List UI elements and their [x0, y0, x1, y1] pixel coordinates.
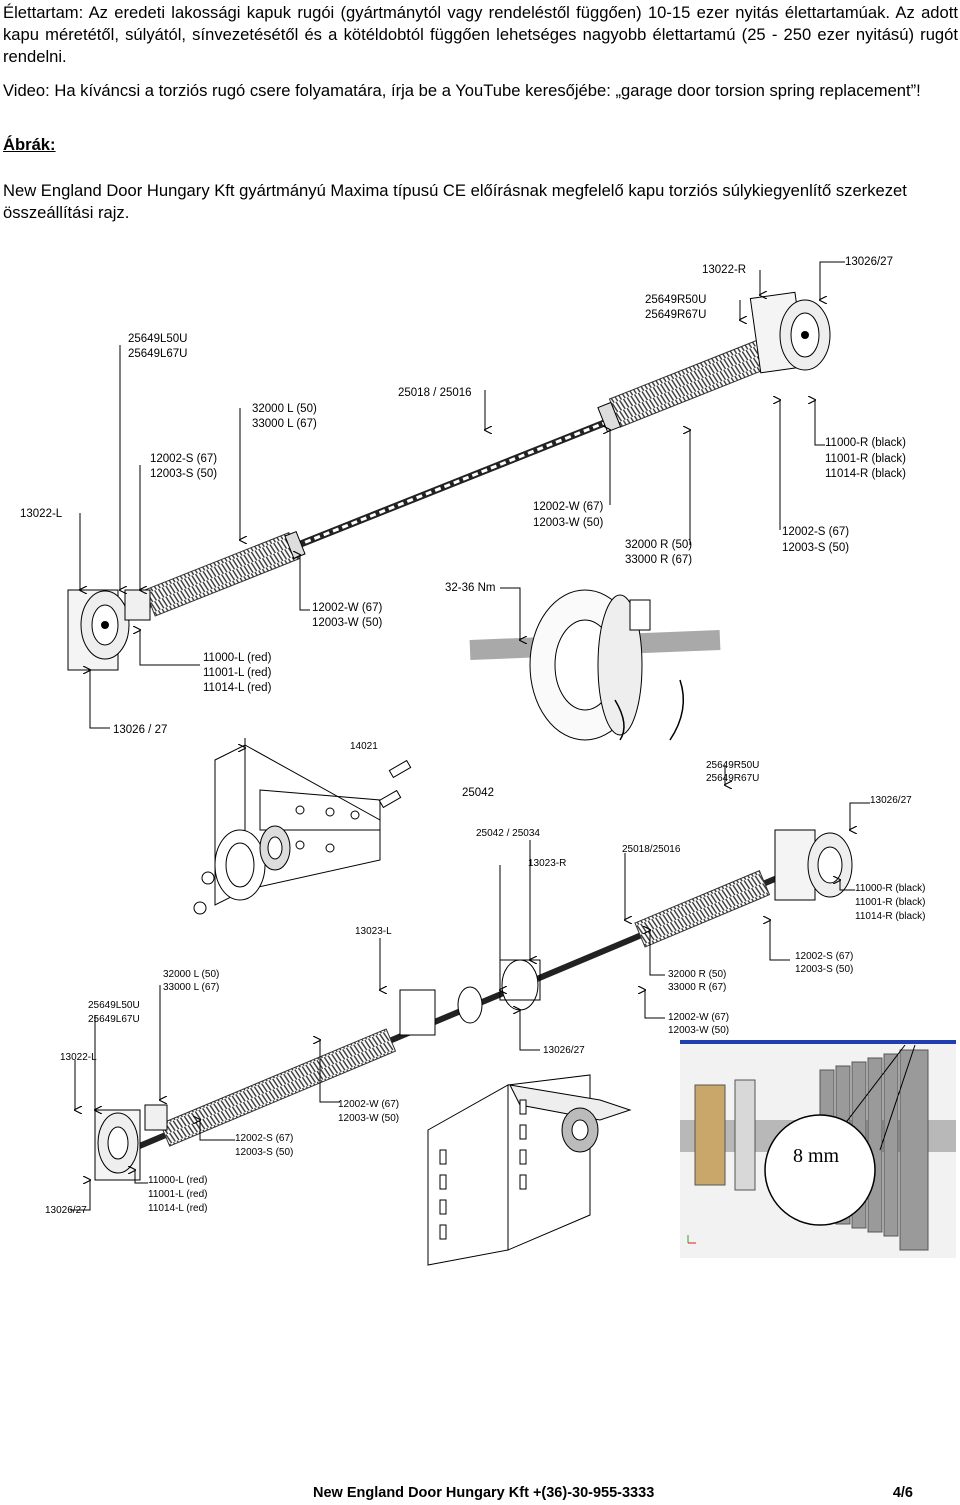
- label-b-11001-R: 11001-R (black): [855, 897, 925, 908]
- drum-spacing-detail: 8 mm: [680, 1040, 956, 1258]
- bottom-right-drum: [774, 829, 853, 901]
- label-b-12002-S-67: 12002-S (67): [235, 1133, 293, 1144]
- right-spring: [608, 337, 775, 428]
- axis-gizmo-icon: [687, 1235, 696, 1244]
- label-b-12003-S-50: 12003-S (50): [235, 1147, 293, 1158]
- label-12002-S-67: 12002-S (67): [150, 453, 217, 465]
- label-b-11001-L: 11001-L (red): [148, 1189, 207, 1200]
- footer-page-number: 4/6: [892, 1485, 913, 1501]
- footer-company: New England Door Hungary Kft: [313, 1485, 529, 1501]
- label-32000R: 32000 R (50): [625, 539, 692, 551]
- label-b-33000L: 33000 L (67): [163, 982, 219, 993]
- label-13026-27-left: 13026 / 27: [113, 724, 167, 736]
- label-b-12003-S-50-right: 12003-S (50): [795, 964, 853, 975]
- label-torque: 32-36 Nm: [445, 582, 496, 594]
- label-13022-L: 13022-L: [20, 508, 63, 520]
- label-b-13026-27-top: 13026/27: [870, 795, 912, 806]
- label-b-25649L67U: 25649L67U: [88, 1014, 140, 1025]
- label-b-13026-27-left: 13026/27: [45, 1205, 87, 1216]
- bottom-left-spring: [159, 1028, 397, 1147]
- top-assembly-drawing: 13022-R 13026/27 25649R50U 25649R67U 256…: [20, 256, 906, 741]
- figures-caption: New England Door Hungary Kft gyártmányú …: [3, 181, 907, 222]
- label-25649L50U: 25649L50U: [128, 333, 187, 345]
- label-12002-S-67-right: 12002-S (67): [782, 526, 849, 538]
- label-b-13023-R: 13023-R: [528, 858, 566, 869]
- label-12002-W-67: 12002-W (67): [312, 602, 382, 614]
- label-13026-27-top: 13026/27: [845, 256, 893, 268]
- left-bracket-drum: [67, 589, 151, 671]
- label-11001-L: 11001-L (red): [203, 667, 272, 679]
- label-12002-W-67-right: 12002-W (67): [533, 501, 603, 513]
- video-paragraph: Video: Ha kíváncsi a torziós rugó csere …: [3, 81, 921, 100]
- footer-phone: +(36)-30-955-3333: [532, 1485, 655, 1501]
- label-b-12003-W-50-right: 12003-W (50): [668, 1025, 729, 1036]
- label-12003-S-50: 12003-S (50): [150, 468, 217, 480]
- label-b-13026-27-center: 13026/27: [543, 1045, 585, 1056]
- bearing-plate-detail: [469, 589, 721, 741]
- lifetime-paragraph: Élettartam: Az eredeti lakossági kapuk r…: [3, 3, 958, 66]
- label-b-11014-L: 11014-L (red): [148, 1203, 207, 1214]
- label-25018-25016: 25018 / 25016: [398, 387, 472, 399]
- left-spring: [144, 532, 300, 617]
- figures-heading: Ábrák:: [3, 135, 56, 154]
- label-32000L: 32000 L (50): [252, 403, 317, 415]
- label-b-32000R: 32000 R (50): [668, 969, 726, 980]
- label-11000-R: 11000-R (black): [825, 437, 906, 449]
- label-b-13022-L: 13022-L: [60, 1052, 97, 1063]
- label-11014-R: 11014-R (black): [825, 468, 906, 480]
- label-11014-L: 11014-L (red): [203, 682, 272, 694]
- bottom-center-bracket: [399, 959, 541, 1036]
- label-b-12002-S-67-right: 12002-S (67): [795, 951, 853, 962]
- label-33000R: 33000 R (67): [625, 554, 692, 566]
- bottom-assembly-drawing: 25649R50U 25649R67U 13026/27 25042 / 250…: [45, 760, 925, 1266]
- label-13022-R: 13022-R: [702, 264, 746, 276]
- label-11000-L: 11000-L (red): [203, 652, 272, 664]
- label-12003-W-50: 12003-W (50): [312, 617, 382, 629]
- label-b-25649R67U: 25649R67U: [706, 773, 759, 784]
- label-25649L67U: 25649L67U: [128, 348, 187, 360]
- label-b-25649L50U: 25649L50U: [88, 1000, 140, 1011]
- label-b-25649R50U: 25649R50U: [706, 760, 759, 771]
- label-b-11000-R: 11000-R (black): [855, 883, 925, 894]
- end-bearing-bracket: [427, 1074, 632, 1266]
- bottom-right-spring: [634, 870, 771, 948]
- label-b-12003-W-50: 12003-W (50): [338, 1113, 399, 1124]
- label-b-13023-L: 13023-L: [355, 926, 392, 937]
- label-b-12002-W-67-right: 12002-W (67): [668, 1012, 729, 1023]
- label-12003-S-50-right: 12003-S (50): [782, 542, 849, 554]
- callout-8mm: 8 mm: [793, 1145, 840, 1167]
- label-b-25042-25034: 25042 / 25034: [476, 828, 540, 839]
- label-25042: 25042: [462, 787, 494, 799]
- bracket-exploded-drawing: 14021 25042: [193, 738, 494, 915]
- label-25649R50U: 25649R50U: [645, 294, 706, 306]
- page-footer: New England Door Hungary Kft +(36)-30-95…: [313, 1485, 913, 1501]
- right-bracket-drum: [749, 291, 831, 374]
- label-14021: 14021: [350, 741, 378, 752]
- label-11001-R: 11001-R (black): [825, 453, 906, 465]
- label-33000L: 33000 L (67): [252, 418, 317, 430]
- label-b-12002-W-67: 12002-W (67): [338, 1099, 399, 1110]
- label-b-32000L: 32000 L (50): [163, 969, 219, 980]
- label-b-33000R: 33000 R (67): [668, 982, 726, 993]
- bottom-left-drum: [94, 1104, 168, 1181]
- label-b-11014-R: 11014-R (black): [855, 911, 925, 922]
- label-25649R67U: 25649R67U: [645, 309, 706, 321]
- label-12003-W-50-right: 12003-W (50): [533, 517, 603, 529]
- label-b-25018-25016: 25018/25016: [622, 844, 681, 855]
- label-b-11000-L: 11000-L (red): [148, 1175, 207, 1186]
- callout-circle: [764, 1114, 876, 1226]
